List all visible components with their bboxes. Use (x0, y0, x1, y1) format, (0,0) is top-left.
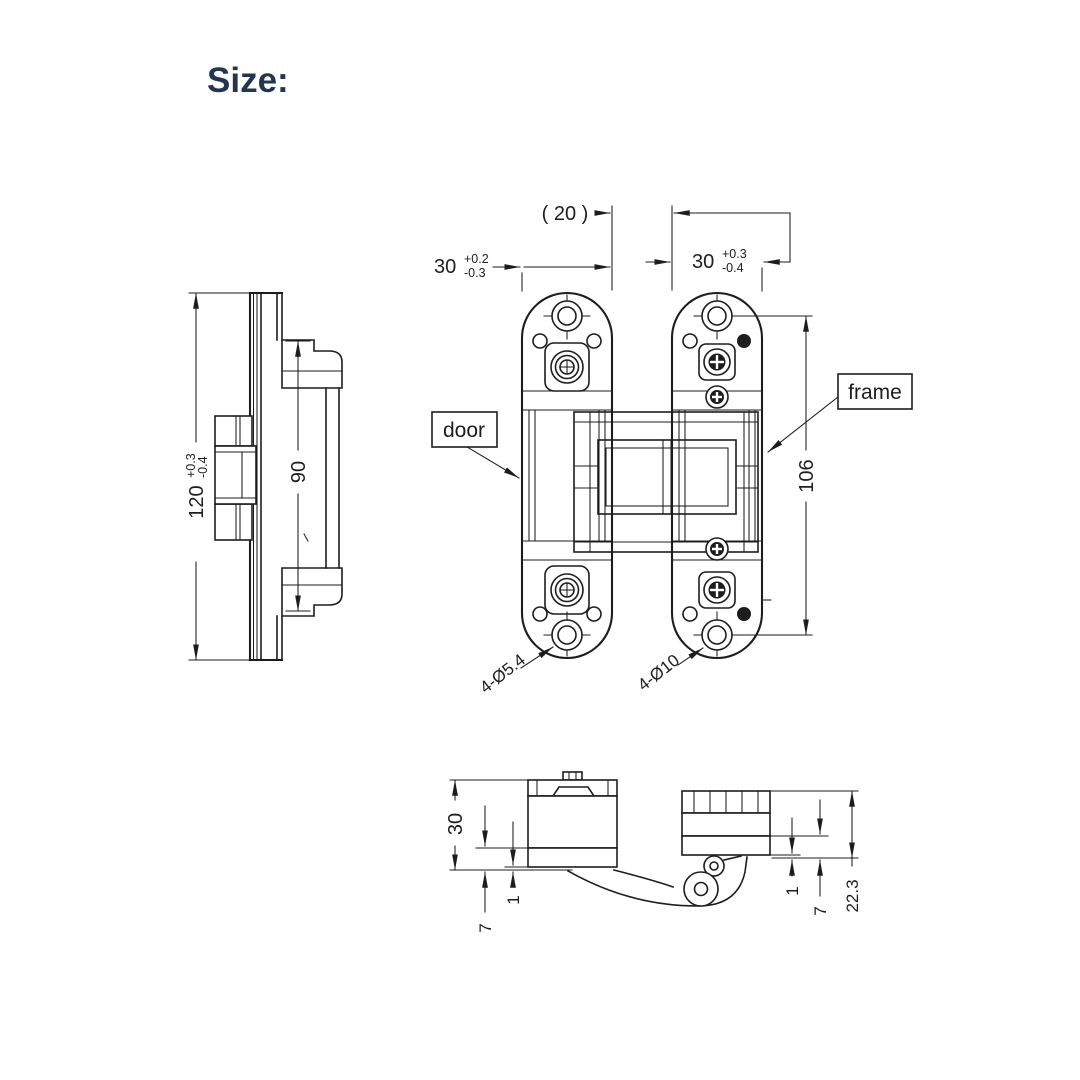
dim-30-frame: 30 +0.3 -0.4 (645, 247, 791, 292)
dim-1-door: 1 (504, 821, 523, 905)
dim-120: 120 +0.3 -0.4 (184, 292, 250, 661)
dim-1-frame-value: 1 (783, 886, 802, 895)
door-plate-details (522, 294, 612, 657)
frame-plate (670, 291, 764, 660)
frame-screw-hole-bottom (693, 611, 741, 657)
dim-22-3: 22.3 (769, 790, 862, 913)
door-pin-hole (586, 606, 602, 622)
frame-holes-callout: 4-Ø10 (634, 647, 704, 695)
arm-joint (703, 855, 725, 877)
dim-30-door-tol-minus: -0.3 (464, 266, 486, 280)
dim-7-frame-value: 7 (811, 906, 830, 915)
dim-90: 90 (285, 340, 311, 612)
door-pin-hole (532, 333, 548, 349)
front-view: ( 20 ) 30 +0.2 -0.3 30 +0.3 -0.4 (431, 203, 913, 697)
dim-106: 106 (740, 315, 818, 636)
dim-7-frame: 7 (769, 799, 830, 916)
dim-30-frame-value: 30 (692, 251, 714, 273)
side-view: 120 +0.3 -0.4 90 (184, 291, 343, 662)
dim-7-door-value: 7 (476, 923, 495, 932)
side-view-adjuster-boss (214, 415, 257, 541)
dim-120-value: 120 (186, 485, 208, 518)
dim-30-depth-value: 30 (445, 813, 467, 835)
dim-106-value: 106 (796, 459, 818, 492)
frame-plate-details (672, 294, 772, 657)
dim-20: ( 20 ) (542, 203, 791, 291)
door-holes-callout: 4-Ø5.4 (476, 646, 554, 697)
frame-callout-label: frame (848, 381, 902, 404)
dim-20-value: ( 20 ) (542, 203, 589, 225)
dim-22-3-value: 22.3 (843, 879, 862, 912)
door-screw-hole-top (543, 294, 591, 340)
page-title: Size: (207, 61, 289, 100)
bottom-frame-body (681, 790, 771, 856)
door-pin-hole (532, 606, 548, 622)
dim-7-door: 7 (475, 805, 529, 933)
dim-120-tol-plus: +0.3 (184, 453, 198, 478)
bottom-pivot-arm (566, 855, 748, 907)
dim-1-door-value: 1 (504, 895, 523, 904)
frame-pin-hole (682, 606, 698, 622)
dim-1-frame: 1 (769, 817, 802, 896)
door-screw-hole-bottom (543, 611, 591, 657)
bottom-door-body (449, 771, 618, 871)
dim-30-door: 30 +0.2 -0.3 (434, 252, 611, 292)
dim-30-door-tol-plus: +0.2 (464, 252, 489, 266)
dim-90-value: 90 (288, 461, 310, 483)
dim-30-depth: 30 (445, 779, 529, 871)
frame-holes-label: 4-Ø10 (634, 651, 683, 695)
door-pin-hole (586, 333, 602, 349)
door-adjuster-top (544, 342, 590, 392)
dim-30-frame-tol-minus: -0.4 (722, 261, 744, 275)
door-callout-label: door (443, 419, 485, 442)
frame-callout: frame (767, 373, 913, 453)
frame-adjuster-bottom (698, 537, 736, 609)
door-adjuster-bottom (544, 565, 590, 615)
frame-screw-hole-top (693, 294, 741, 340)
bottom-view: 30 7 1 1 (445, 771, 862, 933)
frame-pin-hole-filled (737, 607, 751, 621)
door-holes-label: 4-Ø5.4 (476, 650, 529, 697)
frame-pin-hole-filled (737, 334, 751, 348)
dim-30-frame-tol-plus: +0.3 (722, 247, 747, 261)
door-callout-box (431, 411, 498, 448)
frame-adjuster-top (698, 343, 736, 409)
door-callout: door (431, 411, 520, 479)
arm-pivot (683, 871, 719, 907)
frame-pin-hole (682, 333, 698, 349)
dim-120-tol-minus: -0.4 (196, 456, 210, 478)
dim-30-door-value: 30 (434, 256, 456, 278)
frame-callout-box (837, 373, 913, 410)
